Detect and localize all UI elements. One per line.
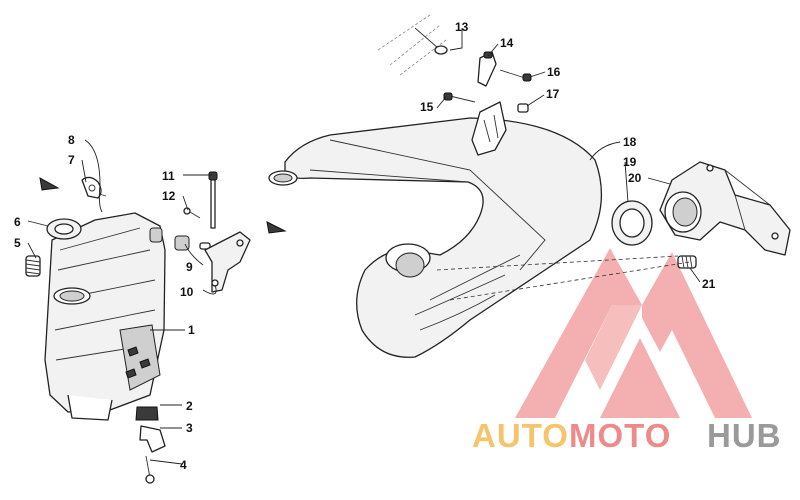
callout-20: 20 xyxy=(628,171,642,185)
watermark-text: AUTO MOTO HUB xyxy=(472,417,782,454)
assembly-arrow-left xyxy=(39,177,60,191)
expansion-chamber xyxy=(268,101,603,358)
leader-lines xyxy=(27,28,701,465)
lower-mount xyxy=(135,406,166,484)
callout-8: 8 xyxy=(68,133,75,147)
callout-9: 9 xyxy=(186,260,193,274)
callout-4: 4 xyxy=(180,458,187,472)
callout-11: 11 xyxy=(162,169,175,183)
callout-2: 2 xyxy=(186,399,193,413)
callout-7: 7 xyxy=(68,153,75,167)
alignment-line xyxy=(436,255,679,271)
assembly-arrow-right xyxy=(266,221,287,234)
callout-17: 17 xyxy=(546,87,560,101)
manifold-20 xyxy=(659,161,791,256)
spring-5 xyxy=(25,255,41,277)
callout-labels: 1 2 3 4 5 6 7 8 9 10 11 12 13 14 15 16 1… xyxy=(14,20,716,472)
seal-ring-19 xyxy=(611,200,653,246)
clip-7-8 xyxy=(81,176,107,199)
callout-5: 5 xyxy=(14,236,21,250)
callout-14: 14 xyxy=(500,36,514,50)
muffler-silencer xyxy=(44,212,166,421)
callout-18: 18 xyxy=(623,135,637,149)
alignment-line xyxy=(449,261,691,301)
callout-3: 3 xyxy=(186,421,193,435)
callout-1: 1 xyxy=(188,323,195,337)
callout-19: 19 xyxy=(623,155,637,169)
callout-12: 12 xyxy=(162,189,176,203)
grommet-6 xyxy=(46,218,82,240)
callout-15: 15 xyxy=(420,100,434,114)
callout-21: 21 xyxy=(702,277,716,291)
callout-16: 16 xyxy=(547,65,561,79)
upper-hardware xyxy=(377,14,532,113)
callout-6: 6 xyxy=(14,215,21,229)
watermark-auto: AUTO xyxy=(472,417,569,454)
watermark-hub: HUB xyxy=(707,417,782,454)
spring-21 xyxy=(677,255,697,269)
watermark-moto: MOTO xyxy=(569,417,671,454)
callout-10: 10 xyxy=(180,285,194,299)
callout-13: 13 xyxy=(455,20,469,34)
mount-hardware xyxy=(174,171,251,293)
watermark-logo xyxy=(515,248,752,418)
